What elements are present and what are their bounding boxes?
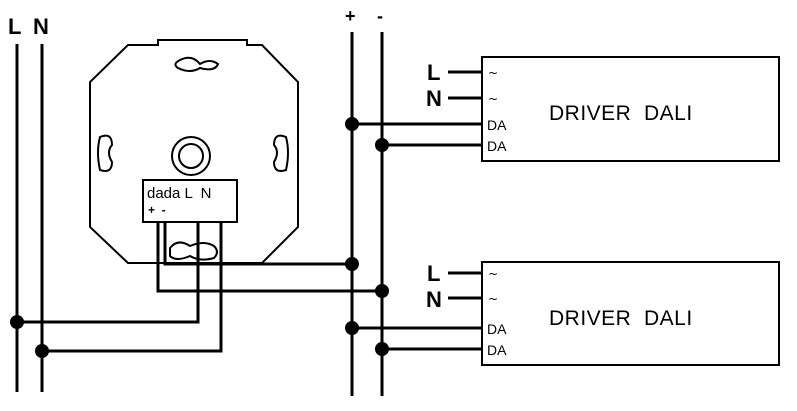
- mains-supply: L N: [8, 14, 49, 392]
- driver-2-box: [481, 261, 780, 366]
- driver-1-n-label: N: [426, 86, 442, 111]
- dimmer-top-slot: [174, 56, 220, 72]
- dimmer-body: [89, 39, 299, 264]
- driver-2-da2-label: DA: [487, 342, 507, 358]
- dimmer-l-wire: [17, 222, 200, 324]
- dimmer-terminal-block: [142, 179, 238, 223]
- dali-dimmer: dada L N + -: [89, 39, 299, 264]
- driver-2-title: DRIVER DALI: [549, 307, 693, 330]
- dimmer-knob-outer: [171, 136, 211, 176]
- driver-2-n-label: N: [426, 287, 442, 312]
- dimmer-left-slot: [97, 134, 114, 172]
- dimmer-knob-inner: [178, 143, 204, 169]
- dali-bus: + -: [345, 6, 389, 396]
- dimmer-n-wire: [42, 222, 223, 353]
- driver-1-l-label: L: [427, 60, 440, 85]
- dimmer-terminal-labels: dada L N: [147, 185, 212, 202]
- driver-2-da1-label: DA: [487, 321, 507, 337]
- bus-minus-label: -: [377, 6, 383, 26]
- dimmer-da-plus-wire: [163, 222, 352, 266]
- dali-driver-1: DRIVER DALI L N ~ ~ DA DA: [352, 56, 780, 162]
- bus-plus-label: +: [345, 6, 356, 26]
- driver-1-box: [481, 56, 780, 162]
- driver-1-tilde-2: ~: [488, 92, 498, 106]
- driver-2-tilde-2: ~: [488, 292, 498, 306]
- driver-1-da2-label: DA: [487, 138, 507, 154]
- driver-1-title: DRIVER DALI: [549, 102, 693, 125]
- mains-line-label: L: [8, 14, 21, 39]
- driver-2-l-label: L: [427, 261, 440, 286]
- mains-neutral-label: N: [33, 14, 49, 39]
- driver-1-da1-label: DA: [487, 117, 507, 133]
- dimmer-polarity-labels: + -: [148, 203, 166, 217]
- dali-driver-2: DRIVER DALI L N ~ ~ DA DA: [352, 261, 780, 366]
- dimmer-wiring: [17, 222, 382, 353]
- driver-2-tilde-1: ~: [488, 267, 498, 281]
- driver-1-tilde-1: ~: [488, 66, 498, 80]
- dimmer-da-minus-wire: [156, 222, 382, 293]
- dimmer-right-slot: [272, 134, 289, 172]
- dimmer-bottom-slot: [169, 241, 218, 261]
